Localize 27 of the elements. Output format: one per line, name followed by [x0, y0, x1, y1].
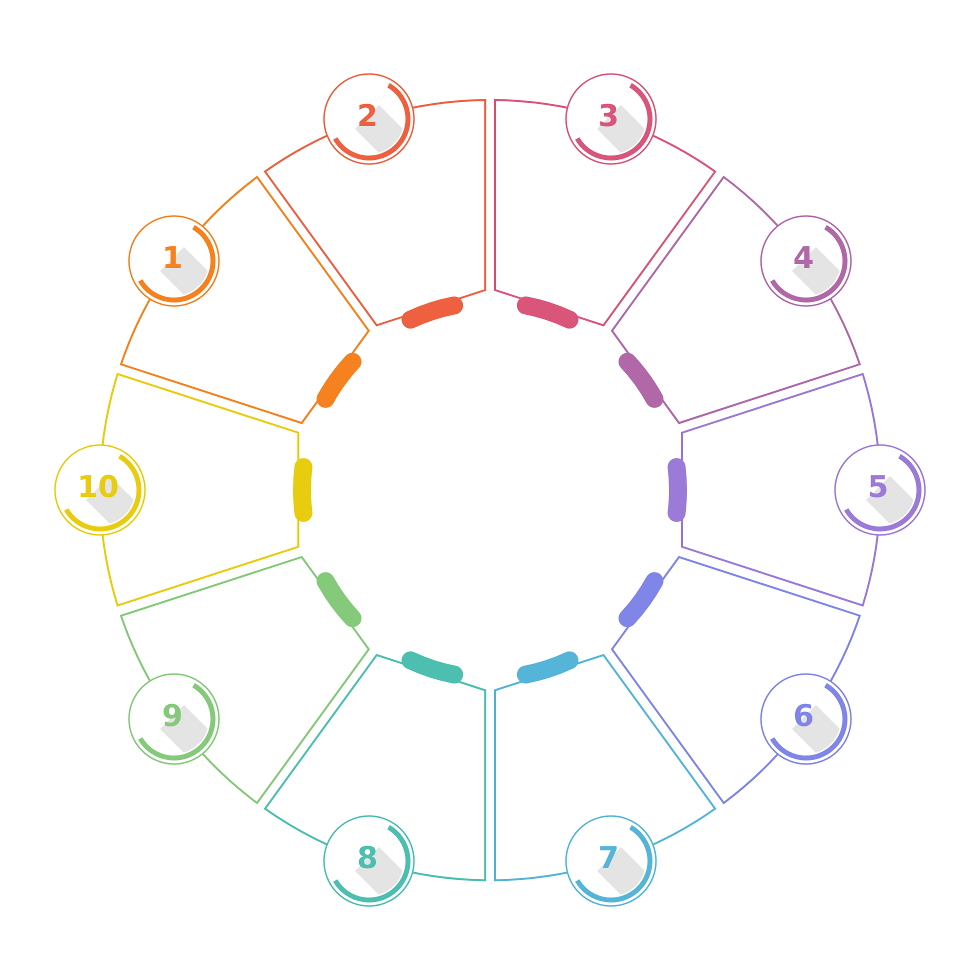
- step-number: 4: [793, 244, 814, 274]
- step-number: 2: [357, 102, 378, 132]
- step-number: 3: [598, 102, 619, 132]
- step-number: 5: [868, 473, 888, 503]
- number-circle: [128, 673, 220, 766]
- step-number: 6: [793, 702, 814, 732]
- ring-segment: [610, 554, 862, 805]
- ring-segment: [493, 98, 718, 328]
- ring-segment: [493, 652, 718, 882]
- number-circle: [564, 814, 657, 907]
- number-circle: [54, 444, 146, 536]
- ring-segment: [118, 554, 370, 805]
- number-circle: [323, 814, 416, 907]
- step-number: 7: [598, 844, 619, 874]
- number-circle: [834, 444, 926, 536]
- number-circle: [323, 73, 416, 166]
- number-circle: [760, 673, 852, 766]
- ring-segment: [262, 98, 487, 328]
- ring-segment: [118, 175, 370, 426]
- step-number: 9: [162, 702, 183, 732]
- step-number: 8: [357, 844, 378, 874]
- step-number: 10: [77, 473, 119, 503]
- step-number: 1: [162, 244, 183, 274]
- number-circle: [128, 214, 220, 307]
- ring-segment: [610, 175, 862, 426]
- number-circle: [760, 214, 852, 307]
- number-circle: [564, 73, 657, 166]
